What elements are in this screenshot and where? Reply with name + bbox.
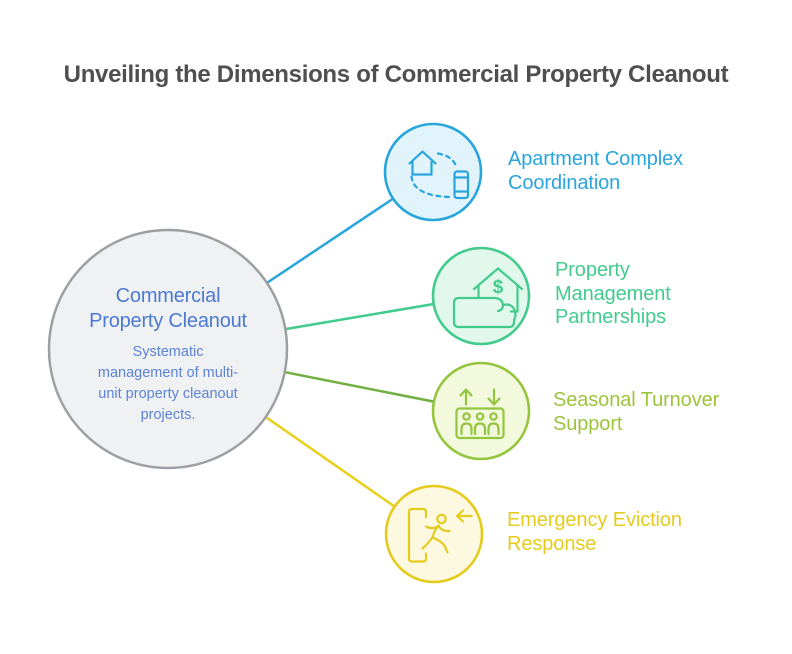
node-label-emergency: Emergency Eviction Response xyxy=(507,509,682,555)
arrow-up xyxy=(459,388,473,406)
central-node-description: Systematic management of multi- unit pro… xyxy=(97,344,239,423)
arrow-down xyxy=(487,388,501,406)
node-label-property-management: Property Management Partnerships xyxy=(555,259,671,328)
runner-leg-back xyxy=(431,536,449,554)
house-phone-sync-icon xyxy=(408,150,470,200)
node-label-seasonal: Seasonal Turnover Support xyxy=(553,389,720,435)
runner-arm-front xyxy=(437,525,451,533)
house-roof xyxy=(408,150,437,165)
node-label-apartment: Apartment Complex Coordination xyxy=(508,148,684,194)
runner-arm-back xyxy=(424,524,441,530)
door-exit-runner-icon xyxy=(407,507,473,563)
house-roof xyxy=(472,267,524,291)
diagram-title: Unveiling the Dimensions of Commercial P… xyxy=(63,61,729,89)
central-node-circle xyxy=(47,228,289,470)
person-head xyxy=(489,412,498,421)
door-frame xyxy=(407,507,428,563)
dollar-sign: $ xyxy=(493,277,504,298)
arrow-left xyxy=(455,509,473,523)
phone-body xyxy=(453,170,470,200)
sync-arc-left xyxy=(410,175,451,199)
person-body xyxy=(473,422,487,436)
hand-shape xyxy=(452,296,517,329)
runner-leg-front xyxy=(421,536,434,550)
house-wall-right xyxy=(509,284,519,313)
elevator-box xyxy=(455,407,505,440)
central-node-title: Commercial Property Cleanout xyxy=(89,285,247,332)
elevator-people-icon xyxy=(455,388,505,440)
sync-arc-right xyxy=(436,152,458,170)
house-body xyxy=(411,160,433,176)
person-head xyxy=(462,412,471,421)
node-circle-seasonal xyxy=(431,361,531,461)
node-circle-property-management xyxy=(431,246,531,346)
hand-house-dollar-icon: $ xyxy=(452,267,524,329)
hand-knuckle xyxy=(496,303,505,313)
person-body xyxy=(460,422,473,436)
node-circle-apartment xyxy=(383,122,483,222)
person-head xyxy=(475,412,485,421)
person-body xyxy=(487,422,500,436)
runner-head xyxy=(436,513,447,525)
